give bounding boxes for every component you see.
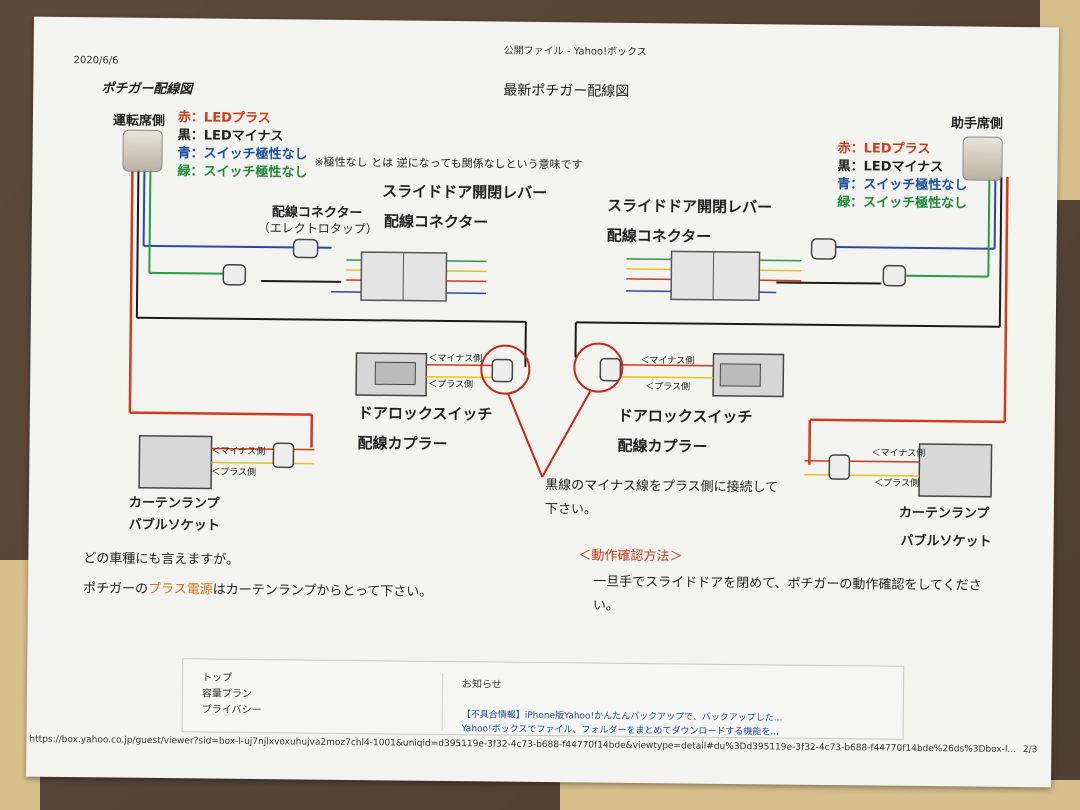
left-splice	[222, 263, 247, 286]
wiring-diagram	[128, 167, 1009, 498]
note-plus-suffix: はカーテンランプからとって下さい。	[212, 582, 433, 600]
left-connector-label-2: （エレクトロタップ）	[257, 221, 378, 237]
wire-red-left	[128, 167, 134, 413]
left-plus-side: ＜プラス側	[428, 379, 474, 391]
check-line-2: い。	[592, 598, 619, 614]
note-plus-highlight: プラス電源	[147, 581, 213, 598]
wire-green-left	[148, 167, 152, 273]
center-note-1: 黒線のマイナス線をプラス側に接続して	[545, 478, 779, 496]
legend-left-green: 緑：スイッチ極性なし	[177, 164, 308, 181]
left-lamp-label-1: カーテンランプ	[128, 495, 220, 512]
printed-page: 2020/6/6 公開ファイル - Yahoo!ボックス ポチガー配線図 最新ポ…	[26, 16, 1059, 788]
news-heading: お知らせ	[461, 679, 502, 691]
wire-red-right	[1003, 176, 1009, 422]
left-lamp-minus-side: ＜マイナス側	[211, 446, 266, 458]
center-note-2: 下さい。	[544, 502, 597, 518]
check-heading: ＜動作確認方法＞	[578, 548, 683, 565]
right-lever-label-1: スライドドア開閉レバー	[606, 196, 773, 217]
legend-right-black: 黒：LEDマイナス	[837, 159, 944, 176]
right-plus-side: ＜プラス側	[645, 382, 691, 393]
wire-black-right	[998, 176, 1003, 327]
legend-left-black: 黒：LEDマイナス	[177, 128, 284, 145]
wire-blue-left	[142, 167, 146, 246]
polarity-note: ※極性なし とは 逆になっても関係なしという意味です	[314, 155, 583, 172]
left-connector-label-1: 配線コネクター	[271, 205, 363, 222]
right-splice	[882, 264, 907, 287]
footer-link-plan[interactable]: 容量プラン	[201, 688, 252, 700]
note-plus-prefix: ポチガーの	[82, 581, 149, 597]
driver-side-label: 運転席側	[112, 113, 166, 130]
passenger-side-label: 助手席側	[950, 116, 1004, 132]
legend-right-red: 赤：LEDプラス	[837, 141, 931, 158]
wire-blue-right	[993, 176, 997, 249]
left-lamp-socket	[138, 435, 213, 490]
left-lamp-plus-side: ＜プラス側	[211, 467, 257, 479]
left-lever-label-1: スライドドア開閉レバー	[382, 182, 548, 203]
passenger-led-lamp	[962, 136, 1003, 181]
note-any-vehicle: どの車種にも言えますが。	[83, 551, 240, 568]
wire-green-right	[987, 176, 991, 277]
left-electro-tap	[292, 238, 319, 259]
right-lever-connector	[670, 250, 761, 302]
left-highlight-circle	[480, 344, 531, 395]
right-lock-label-1: ドアロックスイッチ	[617, 406, 753, 427]
left-lever-label-2: 配線コネクター	[383, 212, 489, 232]
legend-left-red: 赤：LEDプラス	[177, 110, 271, 127]
left-lock-label-2: 配線カプラー	[357, 434, 448, 454]
footer-link-top[interactable]: トップ	[202, 672, 233, 684]
right-minus-side: ＜マイナス側	[640, 356, 695, 367]
legend-right-green: 緑：スイッチ極性なし	[837, 195, 968, 212]
right-lamp-socket	[918, 443, 993, 498]
right-lever-label-2: 配線コネクター	[606, 226, 712, 246]
page-number: 2/3	[1022, 745, 1038, 756]
check-line-1: 一旦手でスライドドアを閉めて、ポチガーの動作確認をしてくださ	[593, 574, 982, 594]
left-minus-side: ＜マイナス側	[428, 353, 483, 365]
right-lamp-label-2: バブルソケット	[900, 533, 992, 550]
left-lock-label-1: ドアロックスイッチ	[357, 404, 493, 424]
left-lamp-label-2: バブルソケット	[128, 517, 220, 534]
right-lock-label-2: 配線カプラー	[617, 436, 708, 456]
right-lamp-label-1: カーテンランプ	[898, 505, 990, 522]
right-lamp-plus-side: ＜プラス側	[874, 478, 920, 489]
driver-led-lamp	[122, 129, 163, 173]
right-highlight-circle	[573, 342, 624, 393]
wire-black-left	[135, 167, 140, 318]
note-plus-source: ポチガーのプラス電源はカーテンランプからとって下さい。	[83, 577, 433, 600]
right-lamp-minus-side: ＜マイナス側	[871, 448, 926, 460]
footer-link-privacy[interactable]: プライバシー	[201, 704, 262, 717]
right-electro-tap	[810, 238, 837, 260]
